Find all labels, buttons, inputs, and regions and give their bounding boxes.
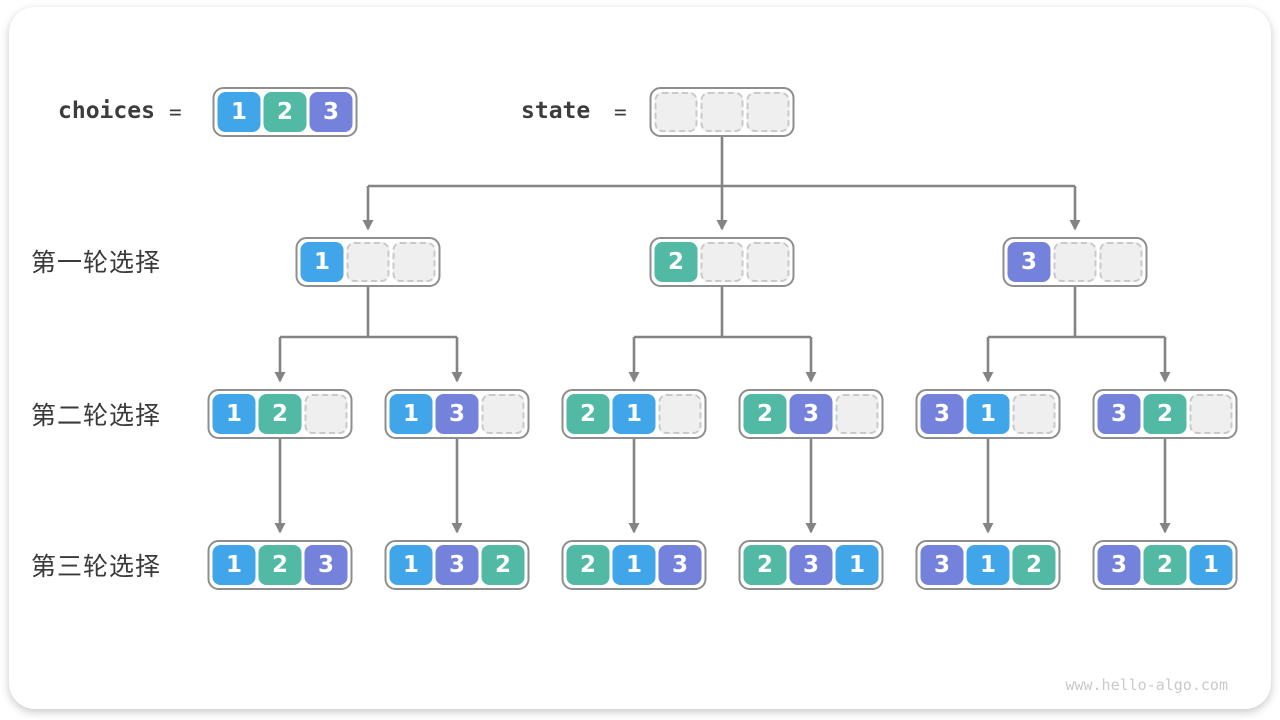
round3-node: 1 2 3	[207, 540, 353, 590]
array-cell: 1	[217, 92, 261, 132]
array-cell: 2	[566, 394, 610, 434]
array-cell	[700, 242, 744, 282]
array-cell: 2	[566, 545, 610, 585]
array-cell: 3	[789, 545, 833, 585]
round2-node: 3 2	[1092, 389, 1238, 439]
array-cell	[1099, 242, 1143, 282]
array-cell: 1	[966, 394, 1010, 434]
array-cell: 1	[212, 545, 256, 585]
array-cell: 1	[1189, 545, 1233, 585]
array-cell: 2	[1012, 545, 1056, 585]
round2-node: 3 1	[915, 389, 1061, 439]
array-cell: 3	[1097, 394, 1141, 434]
round3-node: 3 2 1	[1092, 540, 1238, 590]
array-cell: 1	[300, 242, 344, 282]
round3-node: 3 1 2	[915, 540, 1061, 590]
array-cell: 2	[481, 545, 525, 585]
array-cell: 3	[435, 394, 479, 434]
array-cell	[1189, 394, 1233, 434]
choices-label: choices	[58, 98, 155, 124]
array-cell	[746, 92, 790, 132]
array-cell: 2	[654, 242, 698, 282]
round2-label: 第二轮选择	[31, 402, 162, 430]
array-cell: 1	[612, 394, 656, 434]
array-cell	[1012, 394, 1056, 434]
round3-node: 1 3 2	[384, 540, 530, 590]
round3-node: 2 1 3	[561, 540, 707, 590]
state-equals-sign: =	[614, 100, 627, 124]
array-cell	[658, 394, 702, 434]
array-cell: 3	[435, 545, 479, 585]
round2-node: 1 3	[384, 389, 530, 439]
round3-node: 2 3 1	[738, 540, 884, 590]
watermark-url: www.hello-algo.com	[1065, 676, 1228, 694]
array-cell: 1	[835, 545, 879, 585]
state-label: state	[521, 98, 591, 124]
array-cell	[654, 92, 698, 132]
array-cell	[746, 242, 790, 282]
round1-node: 3	[1002, 237, 1148, 287]
array-cell: 3	[658, 545, 702, 585]
array-cell: 2	[743, 545, 787, 585]
array-cell	[700, 92, 744, 132]
array-cell: 2	[1143, 394, 1187, 434]
array-cell	[304, 394, 348, 434]
array-cell: 1	[212, 394, 256, 434]
array-cell	[481, 394, 525, 434]
round3-label: 第三轮选择	[31, 553, 162, 581]
array-cell	[392, 242, 436, 282]
array-cell: 3	[1007, 242, 1051, 282]
array-cell	[346, 242, 390, 282]
diagram-card	[9, 7, 1271, 709]
choices-array: 1 2 3	[212, 87, 358, 137]
array-cell: 1	[966, 545, 1010, 585]
array-cell: 2	[258, 394, 302, 434]
array-cell: 2	[263, 92, 307, 132]
array-cell	[1053, 242, 1097, 282]
array-cell: 3	[920, 394, 964, 434]
array-cell: 1	[389, 394, 433, 434]
array-cell: 3	[1097, 545, 1141, 585]
array-cell: 3	[309, 92, 353, 132]
choices-equals-sign: =	[169, 100, 182, 124]
array-cell: 2	[1143, 545, 1187, 585]
state-array	[649, 87, 795, 137]
round1-label: 第一轮选择	[31, 249, 162, 277]
array-cell: 1	[612, 545, 656, 585]
array-cell: 3	[304, 545, 348, 585]
array-cell: 3	[920, 545, 964, 585]
round2-node: 2 1	[561, 389, 707, 439]
array-cell	[835, 394, 879, 434]
round1-node: 1	[295, 237, 441, 287]
round1-node: 2	[649, 237, 795, 287]
array-cell: 2	[258, 545, 302, 585]
round2-node: 2 3	[738, 389, 884, 439]
round2-node: 1 2	[207, 389, 353, 439]
array-cell: 3	[789, 394, 833, 434]
array-cell: 1	[389, 545, 433, 585]
array-cell: 2	[743, 394, 787, 434]
